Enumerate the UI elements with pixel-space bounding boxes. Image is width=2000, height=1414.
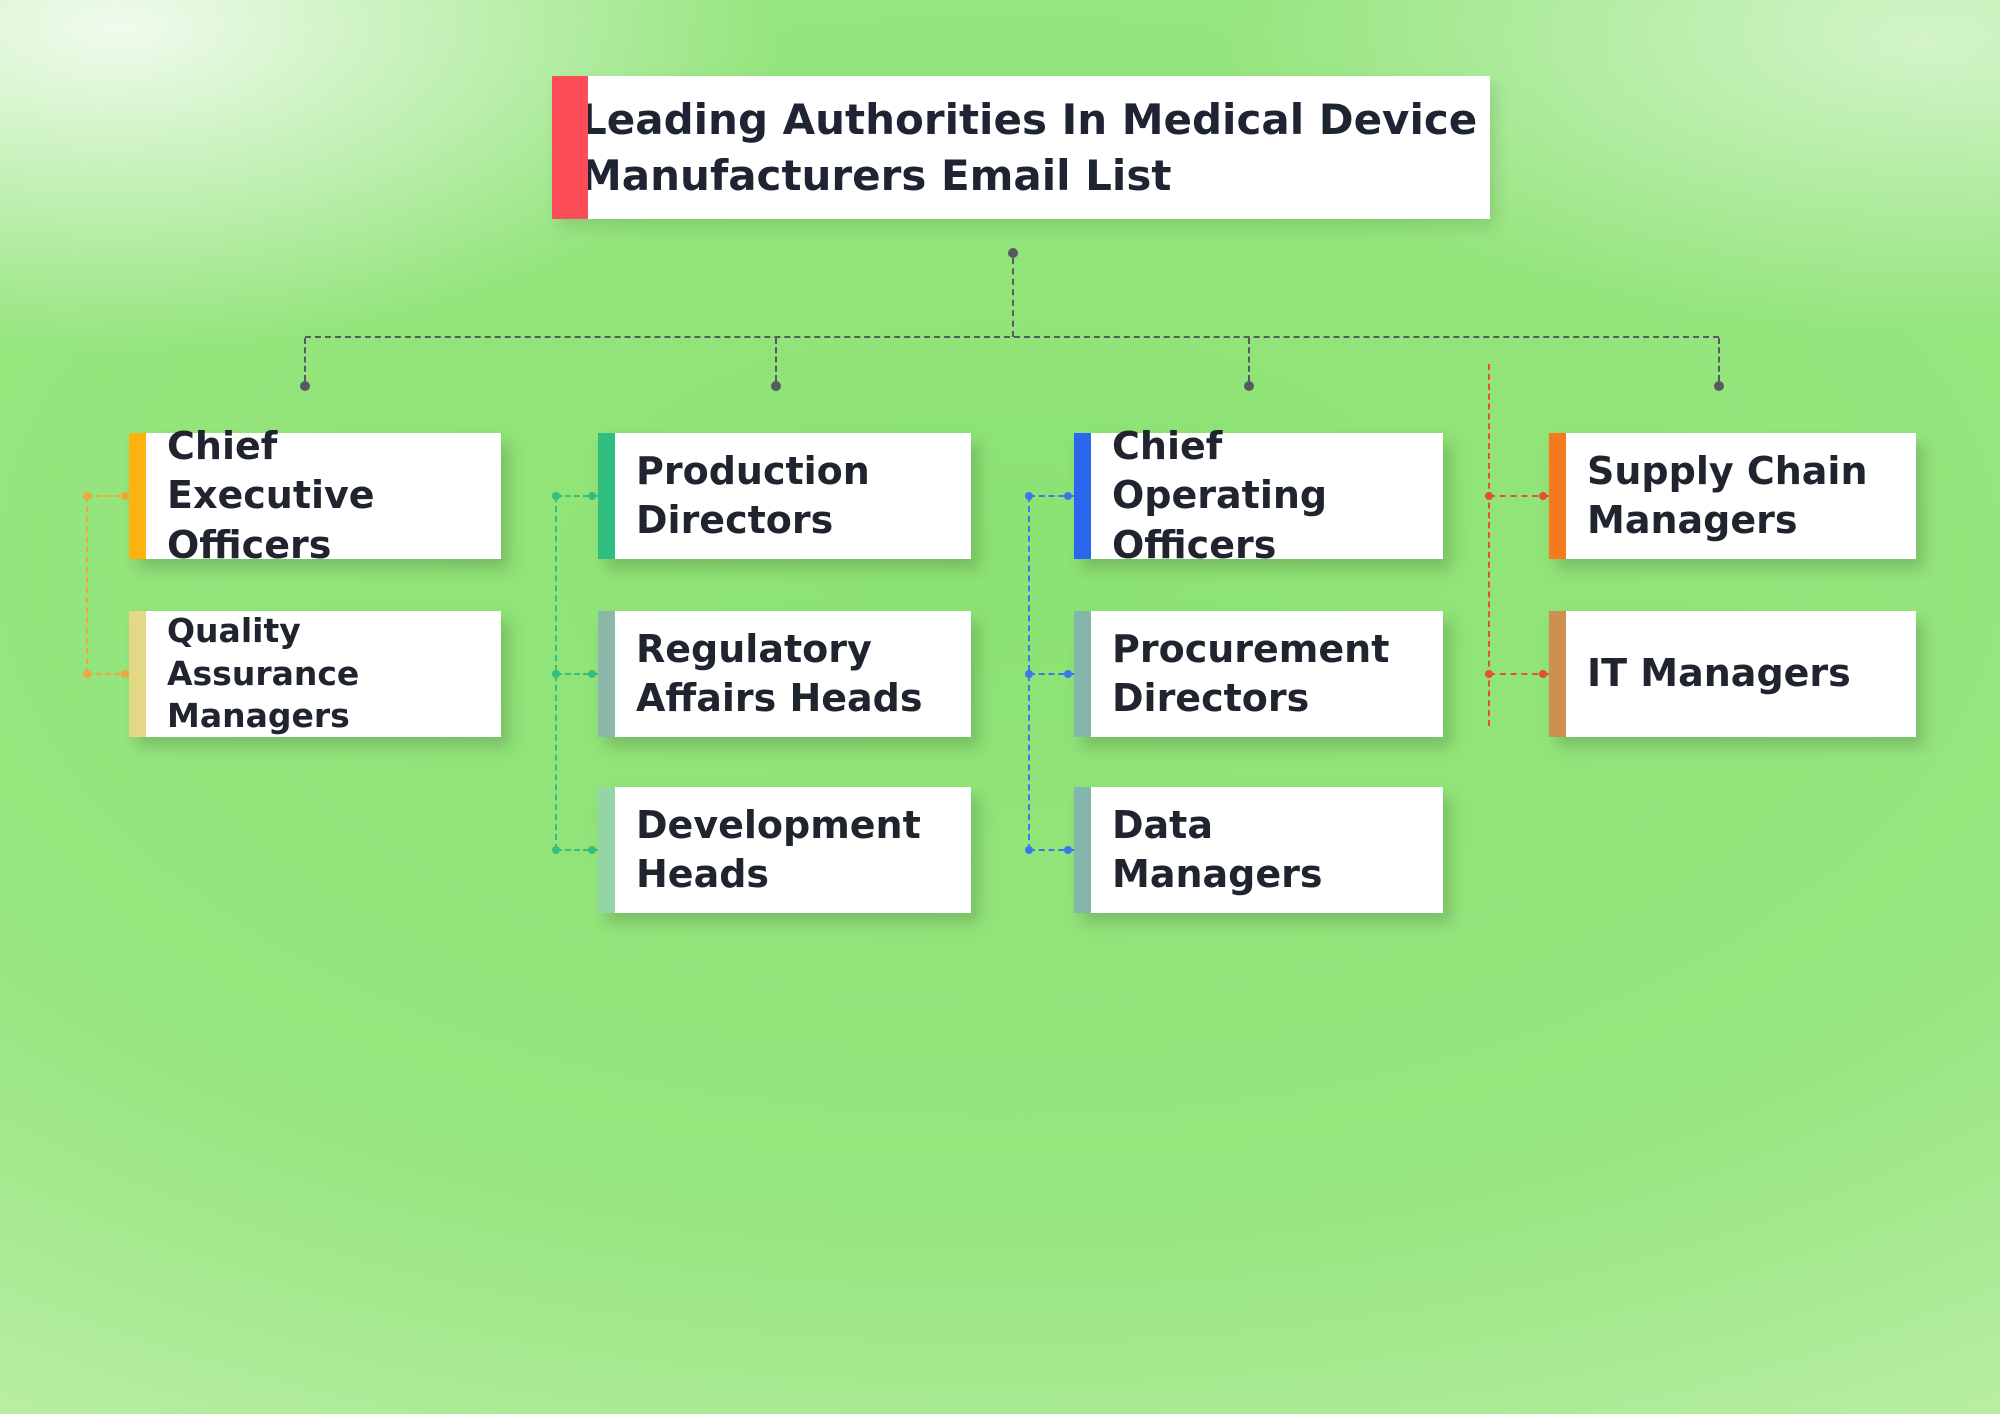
connector-drop-dot-col1 [300, 381, 310, 391]
connector-root-vline [1012, 258, 1014, 337]
node-label: Development Heads [636, 802, 921, 896]
connector-drop-dot-col3 [1244, 381, 1254, 391]
connector-col1-dot [83, 492, 91, 500]
connector-drop-col2 [775, 338, 777, 381]
connector-col4-stub1 [1489, 495, 1549, 497]
accent-bar [129, 611, 146, 737]
connector-col2-dot [552, 670, 560, 678]
page-title: Leading Authorities In Medical Device Ma… [580, 94, 1478, 200]
connector-drop-col1 [304, 338, 306, 381]
connector-col4-vline [1488, 364, 1490, 726]
accent-bar [1074, 787, 1091, 913]
accent-bar [1549, 433, 1566, 559]
node-supply-chain-managers: Supply Chain Managers [1549, 433, 1916, 559]
title-box: Leading Authorities In Medical Device Ma… [552, 76, 1490, 219]
accent-bar [598, 787, 615, 913]
connector-col1-dot [83, 670, 91, 678]
connector-col2-dot [552, 492, 560, 500]
connector-col3-stub3 [1029, 849, 1074, 851]
connector-col4-stub2 [1489, 673, 1549, 675]
node-label: Production Directors [636, 448, 870, 542]
node-label: Regulatory Affairs Heads [636, 626, 923, 720]
connector-col2-dot [552, 846, 560, 854]
connector-col1-dot [121, 670, 129, 678]
node-quality-assurance-managers: Quality Assurance Managers [129, 611, 501, 737]
connector-col1-dot [121, 492, 129, 500]
accent-bar [1074, 433, 1091, 559]
node-label: Data Managers [1112, 802, 1323, 896]
connector-col2-dot [588, 670, 596, 678]
connector-col2-stub2 [556, 673, 598, 675]
connector-col1-stub1 [87, 495, 129, 497]
connector-col2-stub1 [556, 495, 598, 497]
accent-bar [598, 433, 615, 559]
node-production-directors: Production Directors [598, 433, 971, 559]
connector-col4-dot [1539, 492, 1547, 500]
node-it-managers: IT Managers [1549, 611, 1916, 737]
node-label: IT Managers [1587, 651, 1851, 696]
accent-bar [129, 433, 146, 559]
connector-col4-dot [1485, 670, 1493, 678]
node-label: Quality Assurance Managers [167, 610, 360, 736]
node-data-managers: Data Managers [1074, 787, 1443, 913]
node-label: Chief Operating Officers [1112, 423, 1328, 567]
connector-col1-vline [86, 496, 88, 674]
connector-col2-stub3 [556, 849, 598, 851]
connector-col4-dot [1485, 492, 1493, 500]
connector-col3-stub2 [1029, 673, 1074, 675]
connector-root-dot [1008, 248, 1018, 258]
node-chief-executive-officers: Chief Executive Officers [129, 424, 501, 567]
node-label: Supply Chain Managers [1587, 448, 1868, 542]
node-label: Chief Executive Officers [167, 423, 375, 567]
connector-col3-dot [1064, 492, 1072, 500]
connector-col3-dot [1064, 846, 1072, 854]
connector-col4-dot [1539, 670, 1547, 678]
connector-drop-col4 [1718, 338, 1720, 381]
connector-col3-dot [1025, 670, 1033, 678]
node-label: Procurement Directors [1112, 626, 1390, 720]
connector-col3-dot [1064, 670, 1072, 678]
node-chief-operating-officers: Chief Operating Officers [1074, 424, 1443, 567]
connector-drop-col3 [1248, 338, 1250, 381]
title-accent-bar [552, 76, 588, 219]
node-procurement-directors: Procurement Directors [1074, 611, 1443, 737]
accent-bar [598, 611, 615, 737]
connector-drop-dot-col4 [1714, 381, 1724, 391]
connector-col3-dot [1025, 846, 1033, 854]
node-development-heads: Development Heads [598, 787, 971, 913]
connector-col1-stub2 [87, 673, 129, 675]
connector-col2-dot [588, 846, 596, 854]
connector-col2-dot [588, 492, 596, 500]
accent-bar [1074, 611, 1091, 737]
node-regulatory-affairs-heads: Regulatory Affairs Heads [598, 611, 971, 737]
connector-drop-dot-col2 [771, 381, 781, 391]
connector-main-hline [305, 336, 1719, 338]
connector-col3-stub1 [1029, 495, 1074, 497]
connector-col3-dot [1025, 492, 1033, 500]
accent-bar [1549, 611, 1566, 737]
